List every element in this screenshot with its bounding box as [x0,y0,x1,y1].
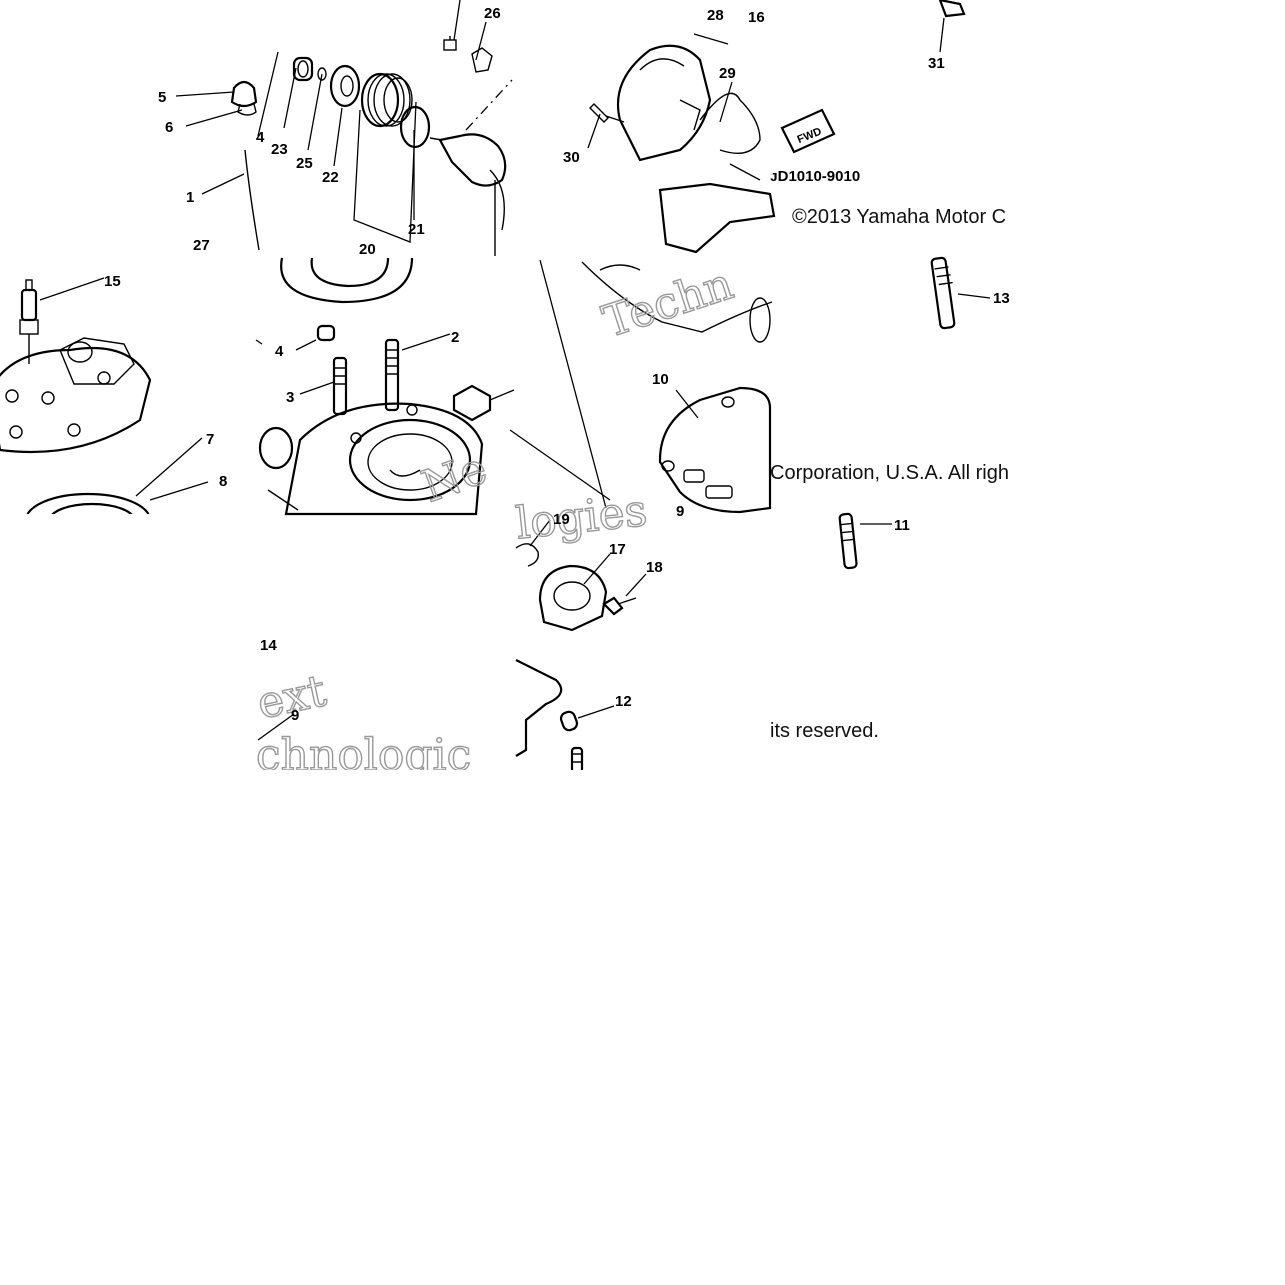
spark-plug-part [19,279,39,364]
fwd-tag-part: FWD [780,108,836,154]
nut-part [452,384,492,422]
collar-part [292,56,314,82]
bearing-part [329,64,361,108]
watermark-techn: Techn [597,258,740,348]
copyright-line-2: Corporation, U.S.A. All righ [770,462,1009,484]
o-rings-top-part [280,257,414,304]
callout-19: 19 [553,511,570,528]
stud-bolt-2-part [384,338,400,412]
copyright-line-3: its reserved. [770,720,879,742]
crankcase-gasket-edge-part [515,659,563,757]
callout-9-lower: 9 [291,707,299,724]
callout-29: 29 [719,65,736,82]
callout-13: 13 [993,290,1010,307]
base-gasket-10-part [658,386,772,514]
callout-30: 30 [563,149,580,166]
small-bolt-part [443,36,457,51]
callout-6: 6 [165,119,173,136]
callout-17: 17 [609,541,626,558]
cable-guide-part [429,133,507,256]
callout-15: 15 [104,273,121,290]
pulley-part [360,72,413,128]
bracket-part [471,47,493,73]
cylinder-part [258,402,484,516]
leader-lines-top-middle [587,33,761,181]
callout-23: 23 [271,141,288,158]
fwd-tag-text: FWD [796,126,824,147]
dowel-4-part [316,324,336,342]
chain-line-part [353,79,513,243]
callout-12: 12 [615,693,632,710]
diagram-code: ᴊD1010-9010 [770,168,860,185]
callout-1: 1 [186,189,194,206]
callout-4-mid: 4 [275,343,284,360]
callout-20: 20 [359,241,376,258]
callout-4-top: 4 [256,129,265,146]
gasket-19-part [515,519,551,567]
callout-9-mid: 9 [676,503,684,520]
callout-21: 21 [408,221,425,238]
callout-11: 11 [894,517,910,534]
tile-mask-bottom-2 [514,770,772,790]
o-ring-large-part [399,105,431,149]
callout-26: 26 [484,5,501,22]
callout-31: 31 [928,55,945,72]
long-chain-line [509,259,611,509]
callout-25: 25 [296,155,313,172]
callout-18: 18 [646,559,663,576]
callout-22: 22 [322,169,339,186]
watermark-logies: logies [513,485,649,549]
reed-housing-part [616,44,712,162]
tile-mask-bottom-1 [256,770,514,790]
stud-bolt-11-part [838,512,892,570]
cap-nut-part [230,80,258,116]
callout-8: 8 [219,473,227,490]
callout-10: 10 [652,371,669,388]
pump-cover-17-part [538,553,611,632]
leader-lines-head [39,277,209,501]
callout-5: 5 [158,89,166,106]
callout-27: 27 [193,237,210,254]
callout-28: 28 [707,7,724,24]
leader-lines-top-left [175,0,487,220]
callout-16: 16 [748,9,765,26]
stud-bolt-13-part [930,256,991,330]
cylinder-head-part [0,337,152,454]
leader-lines-cylinder [255,333,515,401]
dowel-12-part [559,705,615,774]
tile-mask-left-lower [0,514,256,814]
intake-manifold-part [581,182,776,343]
callout-7: 7 [206,431,214,448]
stud-bolt-3-part [332,356,348,416]
copyright-line-1: ©2013 Yamaha Motor C [792,206,1007,228]
callout-2: 2 [451,329,459,346]
callout-3: 3 [286,389,294,406]
bolt-18-part [602,573,647,616]
callout-14: 14 [260,637,277,654]
head-cover-edge-part [244,149,260,251]
leader-line-9-lower [257,713,295,741]
gasket-loop-part [699,92,761,154]
clip-part-31 [938,0,966,53]
flange-bolt-part [589,103,625,123]
o-ring-small-part [317,67,327,81]
